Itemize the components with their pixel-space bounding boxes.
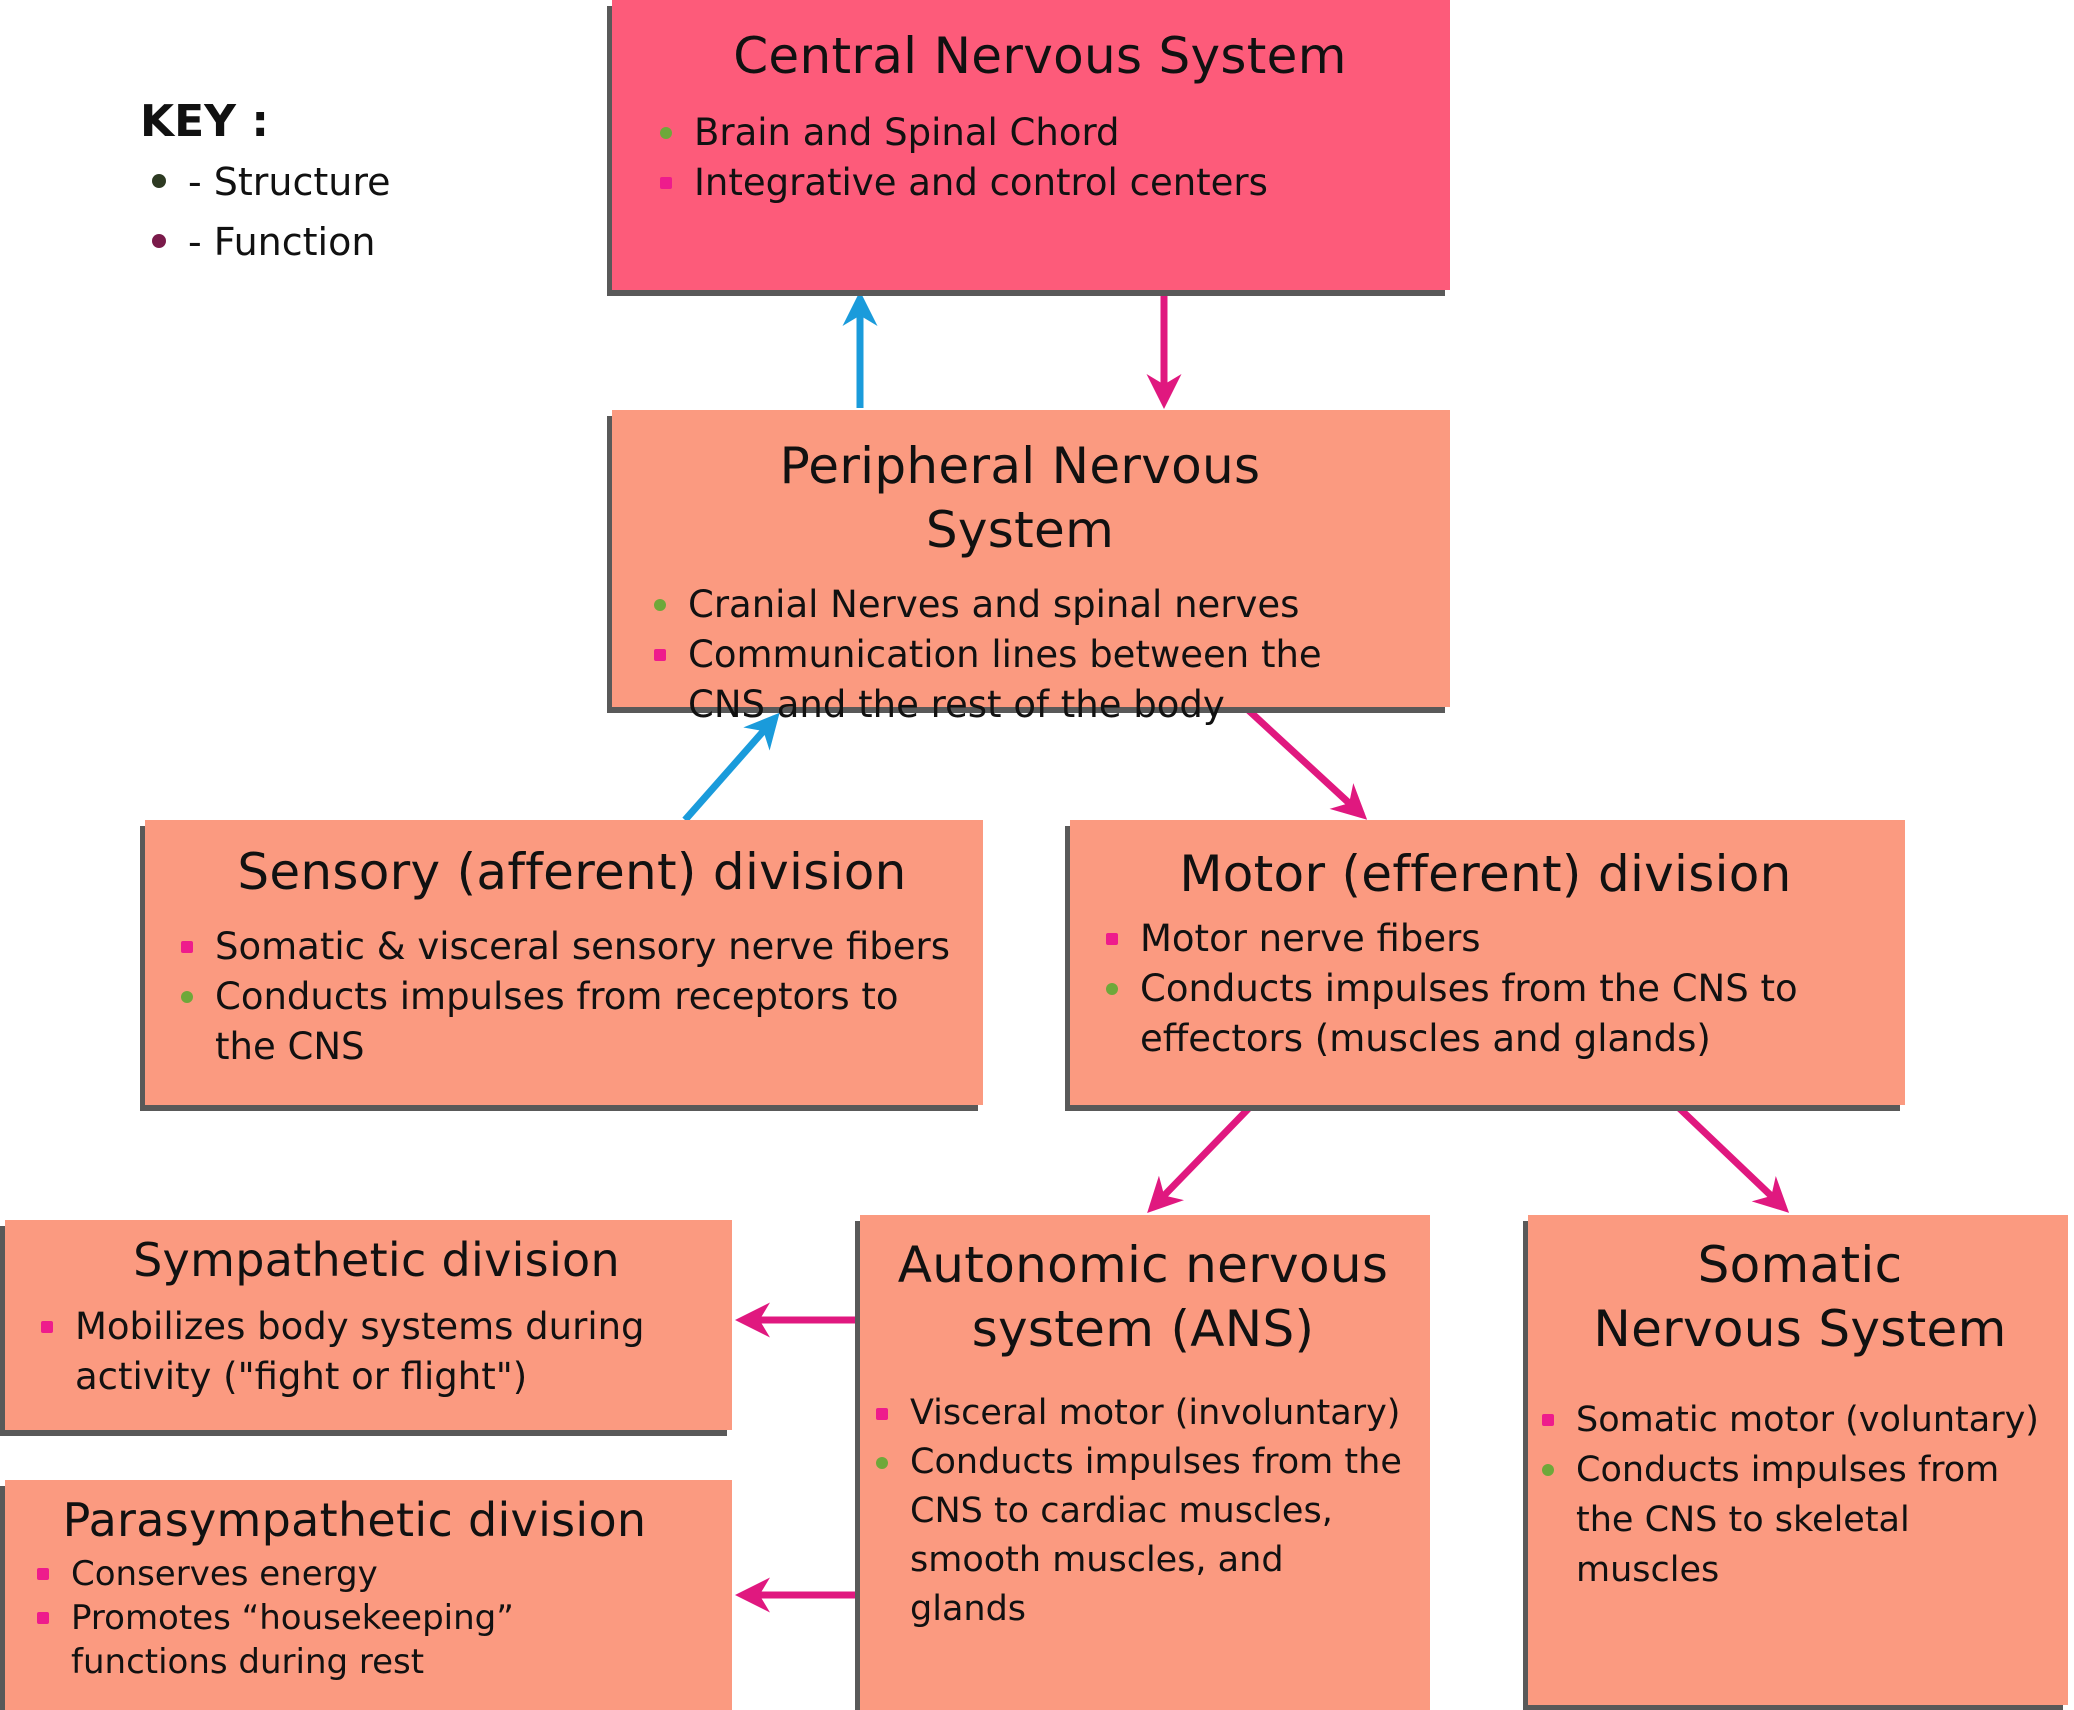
structure-bullet-icon xyxy=(152,174,166,188)
function-bullet-icon xyxy=(37,1612,49,1624)
node-autonomic-nervous-system: Autonomic nervous system (ANS) Visceral … xyxy=(860,1215,1430,1710)
legend-structure: - Structure xyxy=(140,152,391,212)
item-text: Conducts impulses from the CNS to effect… xyxy=(1140,967,1798,1060)
structure-bullet-icon xyxy=(876,1457,888,1469)
legend-function: - Function xyxy=(140,212,391,272)
function-bullet-icon xyxy=(181,941,193,953)
node-sensory-division: Sensory (afferent) division Somatic & vi… xyxy=(145,820,983,1105)
list-item: Mobilizes body systems during activity (… xyxy=(41,1302,712,1402)
arrow-sensory-to-pns xyxy=(682,712,780,823)
node-central-nervous-system: Central Nervous System Brain and Spinal … xyxy=(612,0,1450,290)
item-text: Brain and Spinal Chord xyxy=(694,111,1120,154)
legend-title: KEY : xyxy=(140,96,269,147)
item-text: Motor nerve fibers xyxy=(1140,917,1481,960)
arrow-motor-to-somatic xyxy=(1675,1104,1790,1213)
list-item: Motor nerve fibers xyxy=(1106,914,1865,964)
function-bullet-icon xyxy=(152,234,166,248)
list-item: Somatic motor (voluntary) xyxy=(1542,1395,2058,1445)
item-text: Communication lines between the CNS and … xyxy=(688,633,1322,726)
node-title: Peripheral Nervous System xyxy=(779,437,1261,559)
list-item: Conducts impulses from the CNS to cardia… xyxy=(876,1438,1410,1634)
node-title: Sympathetic division xyxy=(133,1233,620,1287)
function-bullet-icon xyxy=(1542,1414,1554,1426)
node-items: Somatic motor (voluntary) Conducts impul… xyxy=(1542,1395,2058,1595)
list-item: Promotes “housekeeping” functions during… xyxy=(37,1596,672,1684)
node-parasympathetic-division: Parasympathetic division Conserves energ… xyxy=(5,1480,732,1710)
list-item: Conducts impulses from the CNS to skelet… xyxy=(1542,1445,2058,1595)
node-motor-division: Motor (efferent) division Motor nerve fi… xyxy=(1070,820,1905,1105)
list-item: Integrative and control centers xyxy=(660,158,1420,208)
node-items: Conserves energy Promotes “housekeeping”… xyxy=(37,1552,672,1684)
node-title: Central Nervous System xyxy=(733,27,1347,85)
node-sympathetic-division: Sympathetic division Mobilizes body syst… xyxy=(5,1220,732,1430)
list-item: Somatic & visceral sensory nerve fibers xyxy=(181,922,963,972)
function-bullet-icon xyxy=(876,1408,888,1420)
function-bullet-icon xyxy=(41,1321,53,1333)
list-item: Visceral motor (involuntary) xyxy=(876,1389,1410,1438)
node-title: Somatic Nervous System xyxy=(1593,1236,2007,1358)
node-items: Cranial Nerves and spinal nerves Communi… xyxy=(654,580,1360,730)
item-text: Conducts impulses from receptors to the … xyxy=(215,975,899,1068)
item-text: Integrative and control centers xyxy=(694,161,1268,204)
function-bullet-icon xyxy=(1106,933,1118,945)
node-title: Autonomic nervous system (ANS) xyxy=(897,1236,1389,1358)
structure-bullet-icon xyxy=(654,599,666,611)
item-text: Visceral motor (involuntary) xyxy=(910,1393,1401,1433)
item-text: Somatic & visceral sensory nerve fibers xyxy=(215,925,950,968)
legend-function-label: - Function xyxy=(188,220,376,264)
node-title: Motor (efferent) division xyxy=(1179,845,1792,903)
structure-bullet-icon xyxy=(1106,983,1118,995)
structure-bullet-icon xyxy=(1542,1464,1554,1476)
item-text: Conducts impulses from the CNS to cardia… xyxy=(910,1442,1402,1629)
list-item: Conducts impulses from receptors to the … xyxy=(181,972,963,1072)
function-bullet-icon xyxy=(37,1568,49,1580)
node-items: Mobilizes body systems during activity (… xyxy=(41,1302,712,1402)
list-item: Cranial Nerves and spinal nerves xyxy=(654,580,1360,630)
structure-bullet-icon xyxy=(181,991,193,1003)
arrow-motor-to-ans xyxy=(1147,1104,1253,1214)
list-item: Conducts impulses from the CNS to effect… xyxy=(1106,964,1865,1064)
item-text: Conserves energy xyxy=(71,1554,378,1594)
node-items: Brain and Spinal Chord Integrative and c… xyxy=(660,108,1420,208)
node-peripheral-nervous-system: Peripheral Nervous System Cranial Nerves… xyxy=(612,410,1450,726)
item-text: Somatic motor (voluntary) xyxy=(1576,1400,2039,1440)
list-item: Conserves energy xyxy=(37,1552,672,1596)
node-items: Visceral motor (involuntary) Conducts im… xyxy=(876,1389,1410,1634)
legend: KEY : - Structure - Function xyxy=(140,92,391,272)
list-item: Brain and Spinal Chord xyxy=(660,108,1420,158)
list-item: Communication lines between the CNS and … xyxy=(654,630,1360,730)
legend-structure-label: - Structure xyxy=(188,160,391,204)
item-text: Conducts impulses from the CNS to skelet… xyxy=(1576,1450,2000,1590)
item-text: Promotes “housekeeping” functions during… xyxy=(71,1598,514,1682)
function-bullet-icon xyxy=(654,649,666,661)
item-text: Mobilizes body systems during activity (… xyxy=(75,1305,645,1398)
node-items: Motor nerve fibers Conducts impulses fro… xyxy=(1106,914,1865,1064)
node-items: Somatic & visceral sensory nerve fibers … xyxy=(181,922,963,1072)
node-somatic-nervous-system: Somatic Nervous System Somatic motor (vo… xyxy=(1528,1215,2068,1705)
node-title: Parasympathetic division xyxy=(62,1493,647,1547)
node-title: Sensory (afferent) division xyxy=(237,843,907,901)
function-bullet-icon xyxy=(660,177,672,189)
item-text: Cranial Nerves and spinal nerves xyxy=(688,583,1300,626)
structure-bullet-icon xyxy=(660,127,672,139)
